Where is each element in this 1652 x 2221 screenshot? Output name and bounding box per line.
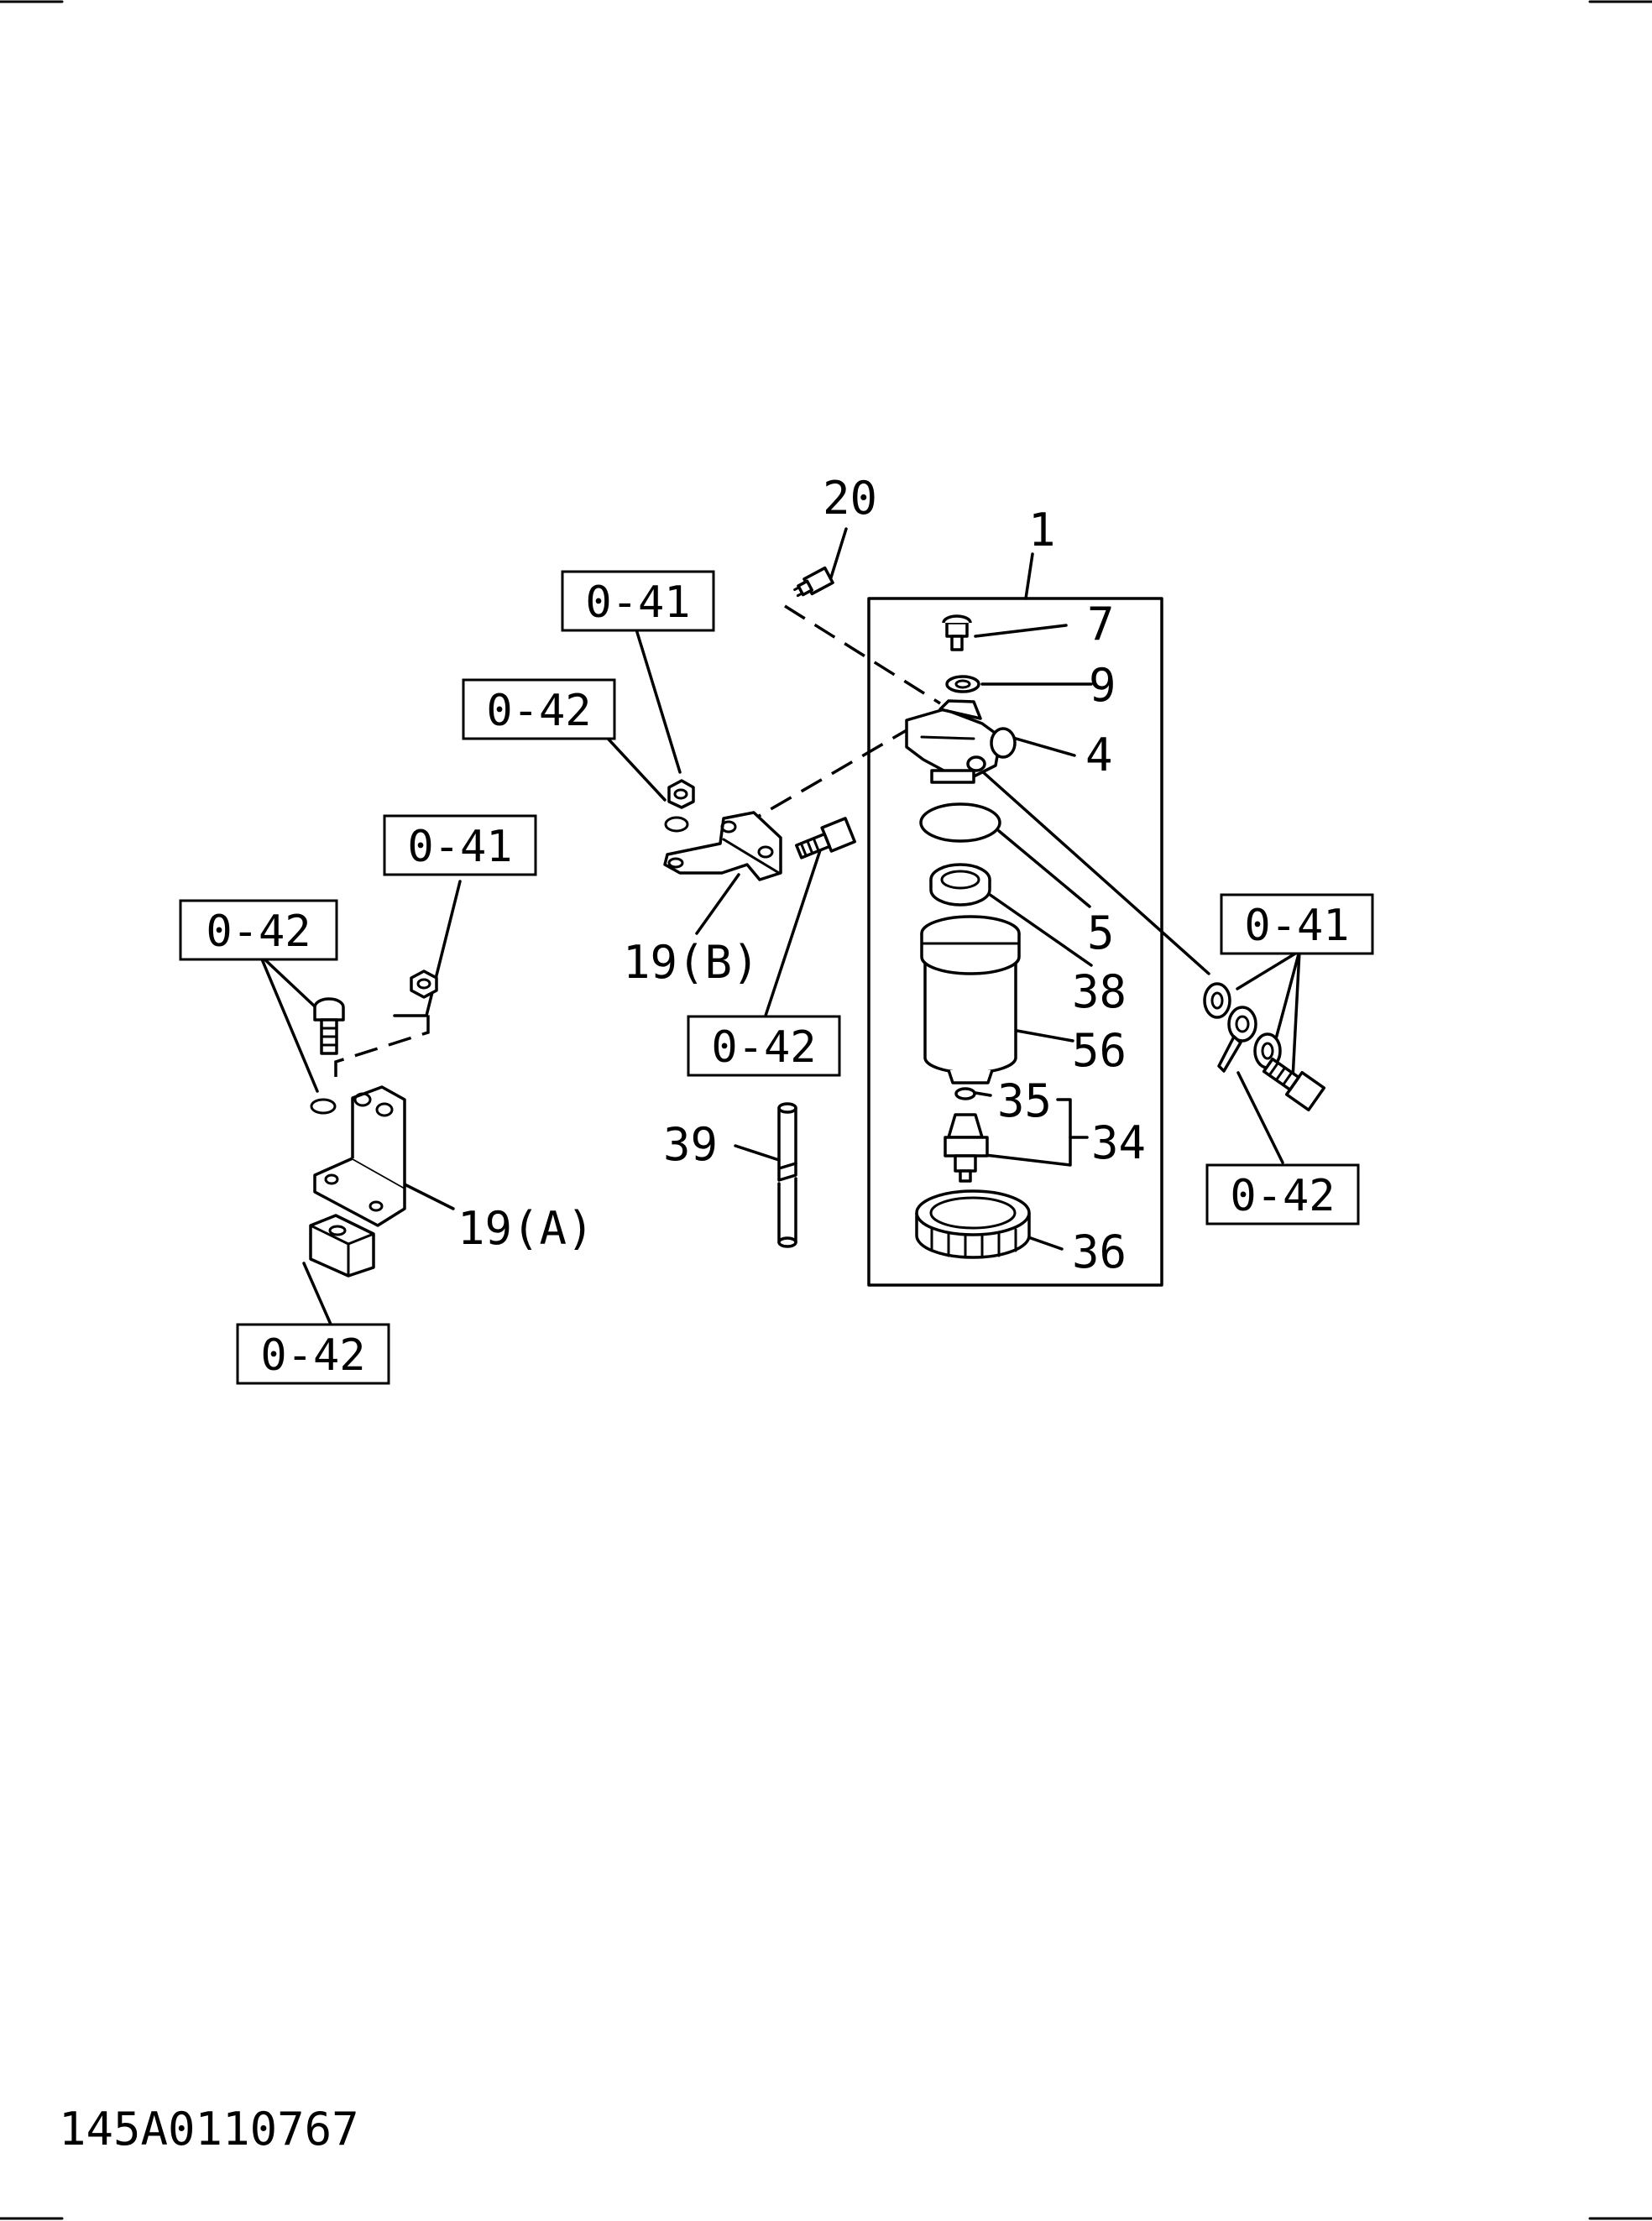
callout-20: 20 bbox=[823, 472, 877, 525]
ref-box-7[interactable]: 0-42 bbox=[1205, 1163, 1360, 1225]
ref-label: 0-42 bbox=[206, 907, 311, 957]
callout-38: 38 bbox=[1072, 965, 1127, 1018]
assembly-1-frame bbox=[867, 597, 1163, 1287]
part-38-seal bbox=[929, 863, 991, 907]
part-19a-bracket bbox=[313, 1085, 406, 1227]
ref-box-2[interactable]: 0-42 bbox=[462, 678, 616, 740]
callout-19b: 19(B) bbox=[623, 936, 760, 989]
leader-lines bbox=[259, 527, 1301, 1328]
ref-label: 0-41 bbox=[1244, 901, 1349, 951]
part-bolt-lower bbox=[313, 997, 345, 1055]
part-4-head bbox=[905, 699, 1017, 784]
ref-box-3[interactable]: 0-41 bbox=[383, 814, 537, 876]
part-35-o-ring bbox=[954, 1087, 976, 1100]
callout-7: 7 bbox=[1087, 598, 1115, 651]
callout-39: 39 bbox=[663, 1118, 718, 1171]
part-56-filter bbox=[920, 915, 1021, 1084]
part-39-hose bbox=[777, 1102, 797, 1248]
ref-label: 0-42 bbox=[260, 1330, 365, 1381]
part-bolt-right bbox=[1262, 1057, 1326, 1112]
part-36-ring-nut bbox=[915, 1189, 1031, 1259]
part-19b-bracket bbox=[663, 811, 782, 881]
callout-9: 9 bbox=[1089, 659, 1116, 712]
part-washer-lower bbox=[310, 1098, 337, 1115]
ref-box-8[interactable]: 0-42 bbox=[236, 1323, 390, 1385]
part-20-bolt bbox=[793, 566, 834, 598]
part-bolt-upper bbox=[795, 817, 856, 860]
part-7-plug bbox=[942, 614, 972, 651]
callout-56: 56 bbox=[1072, 1024, 1127, 1077]
ref-box-5[interactable]: 0-42 bbox=[687, 1015, 841, 1077]
callout-4: 4 bbox=[1085, 729, 1113, 781]
ref-box-6[interactable]: 0-41 bbox=[1220, 893, 1374, 955]
part-nut-upper bbox=[667, 779, 695, 809]
callout-34: 34 bbox=[1091, 1116, 1146, 1169]
callout-19a: 19(A) bbox=[457, 1202, 594, 1255]
part-washer-upper bbox=[664, 816, 689, 833]
ref-box-4[interactable]: 0-42 bbox=[179, 899, 338, 961]
ref-label: 0-41 bbox=[407, 822, 512, 872]
part-9-washer bbox=[945, 675, 980, 693]
callout-35: 35 bbox=[997, 1074, 1052, 1127]
callout-1: 1 bbox=[1028, 504, 1056, 557]
part-nut-lower bbox=[410, 969, 438, 999]
part-spacer bbox=[309, 1214, 375, 1278]
ref-label: 0-42 bbox=[1230, 1171, 1335, 1221]
part-eye-bolt-right bbox=[1217, 1006, 1257, 1073]
part-5-o-ring bbox=[919, 802, 1001, 843]
part-34-drain-plug bbox=[944, 1113, 989, 1183]
ref-box-1[interactable]: 0-41 bbox=[561, 570, 715, 632]
callout-5: 5 bbox=[1087, 907, 1115, 959]
ref-label: 0-41 bbox=[585, 577, 690, 628]
callout-36: 36 bbox=[1072, 1225, 1127, 1278]
drawing-code: 145A0110767 bbox=[59, 2103, 359, 2156]
ref-label: 0-42 bbox=[486, 686, 591, 736]
part-washer-right-1 bbox=[1203, 982, 1231, 1019]
ref-label: 0-42 bbox=[711, 1022, 816, 1073]
